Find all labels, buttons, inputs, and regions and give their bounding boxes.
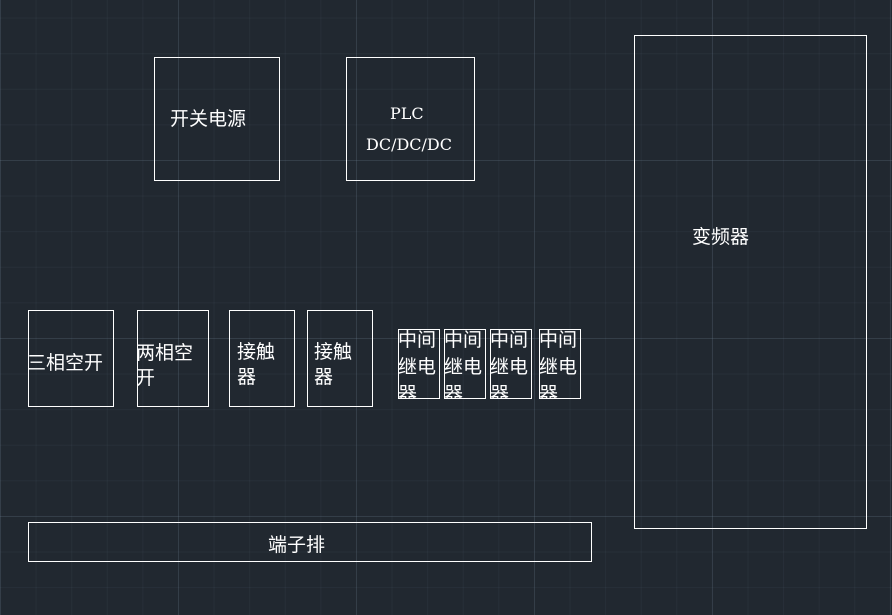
contactor-2-label: 接触器: [314, 341, 353, 388]
plc-power-label: DC/DC/DC: [366, 135, 452, 154]
vfd-box: [634, 35, 867, 529]
relay-4-box: [539, 329, 581, 399]
relay-3-label: 中间继电器: [490, 329, 529, 398]
plc-label: PLC: [390, 104, 424, 123]
contactor-1-label: 接触器: [237, 341, 276, 388]
switch-power-box: [154, 57, 280, 181]
contactor-1-box: [229, 310, 295, 407]
switch-power-label: 开关电源: [170, 108, 247, 130]
relay-2-box: [444, 329, 486, 399]
relay-2-label: 中间继电器: [444, 329, 483, 398]
relay-4-label: 中间继电器: [539, 329, 578, 398]
three-phase-breaker-box: [28, 310, 114, 407]
terminal-block-box: [28, 522, 592, 562]
relay-1-label: 中间继电器: [398, 329, 437, 398]
plc-box: [346, 57, 475, 181]
terminal-block-label: 端子排: [268, 534, 326, 556]
two-phase-breaker-label: 两相空开: [136, 342, 194, 389]
contactor-2-box: [307, 310, 373, 407]
relay-1-box: [398, 329, 440, 399]
vfd-label: 变频器: [692, 226, 750, 248]
three-phase-breaker-label: 三相空开: [27, 352, 104, 374]
two-phase-breaker-box: [137, 310, 209, 407]
relay-3-box: [490, 329, 532, 399]
